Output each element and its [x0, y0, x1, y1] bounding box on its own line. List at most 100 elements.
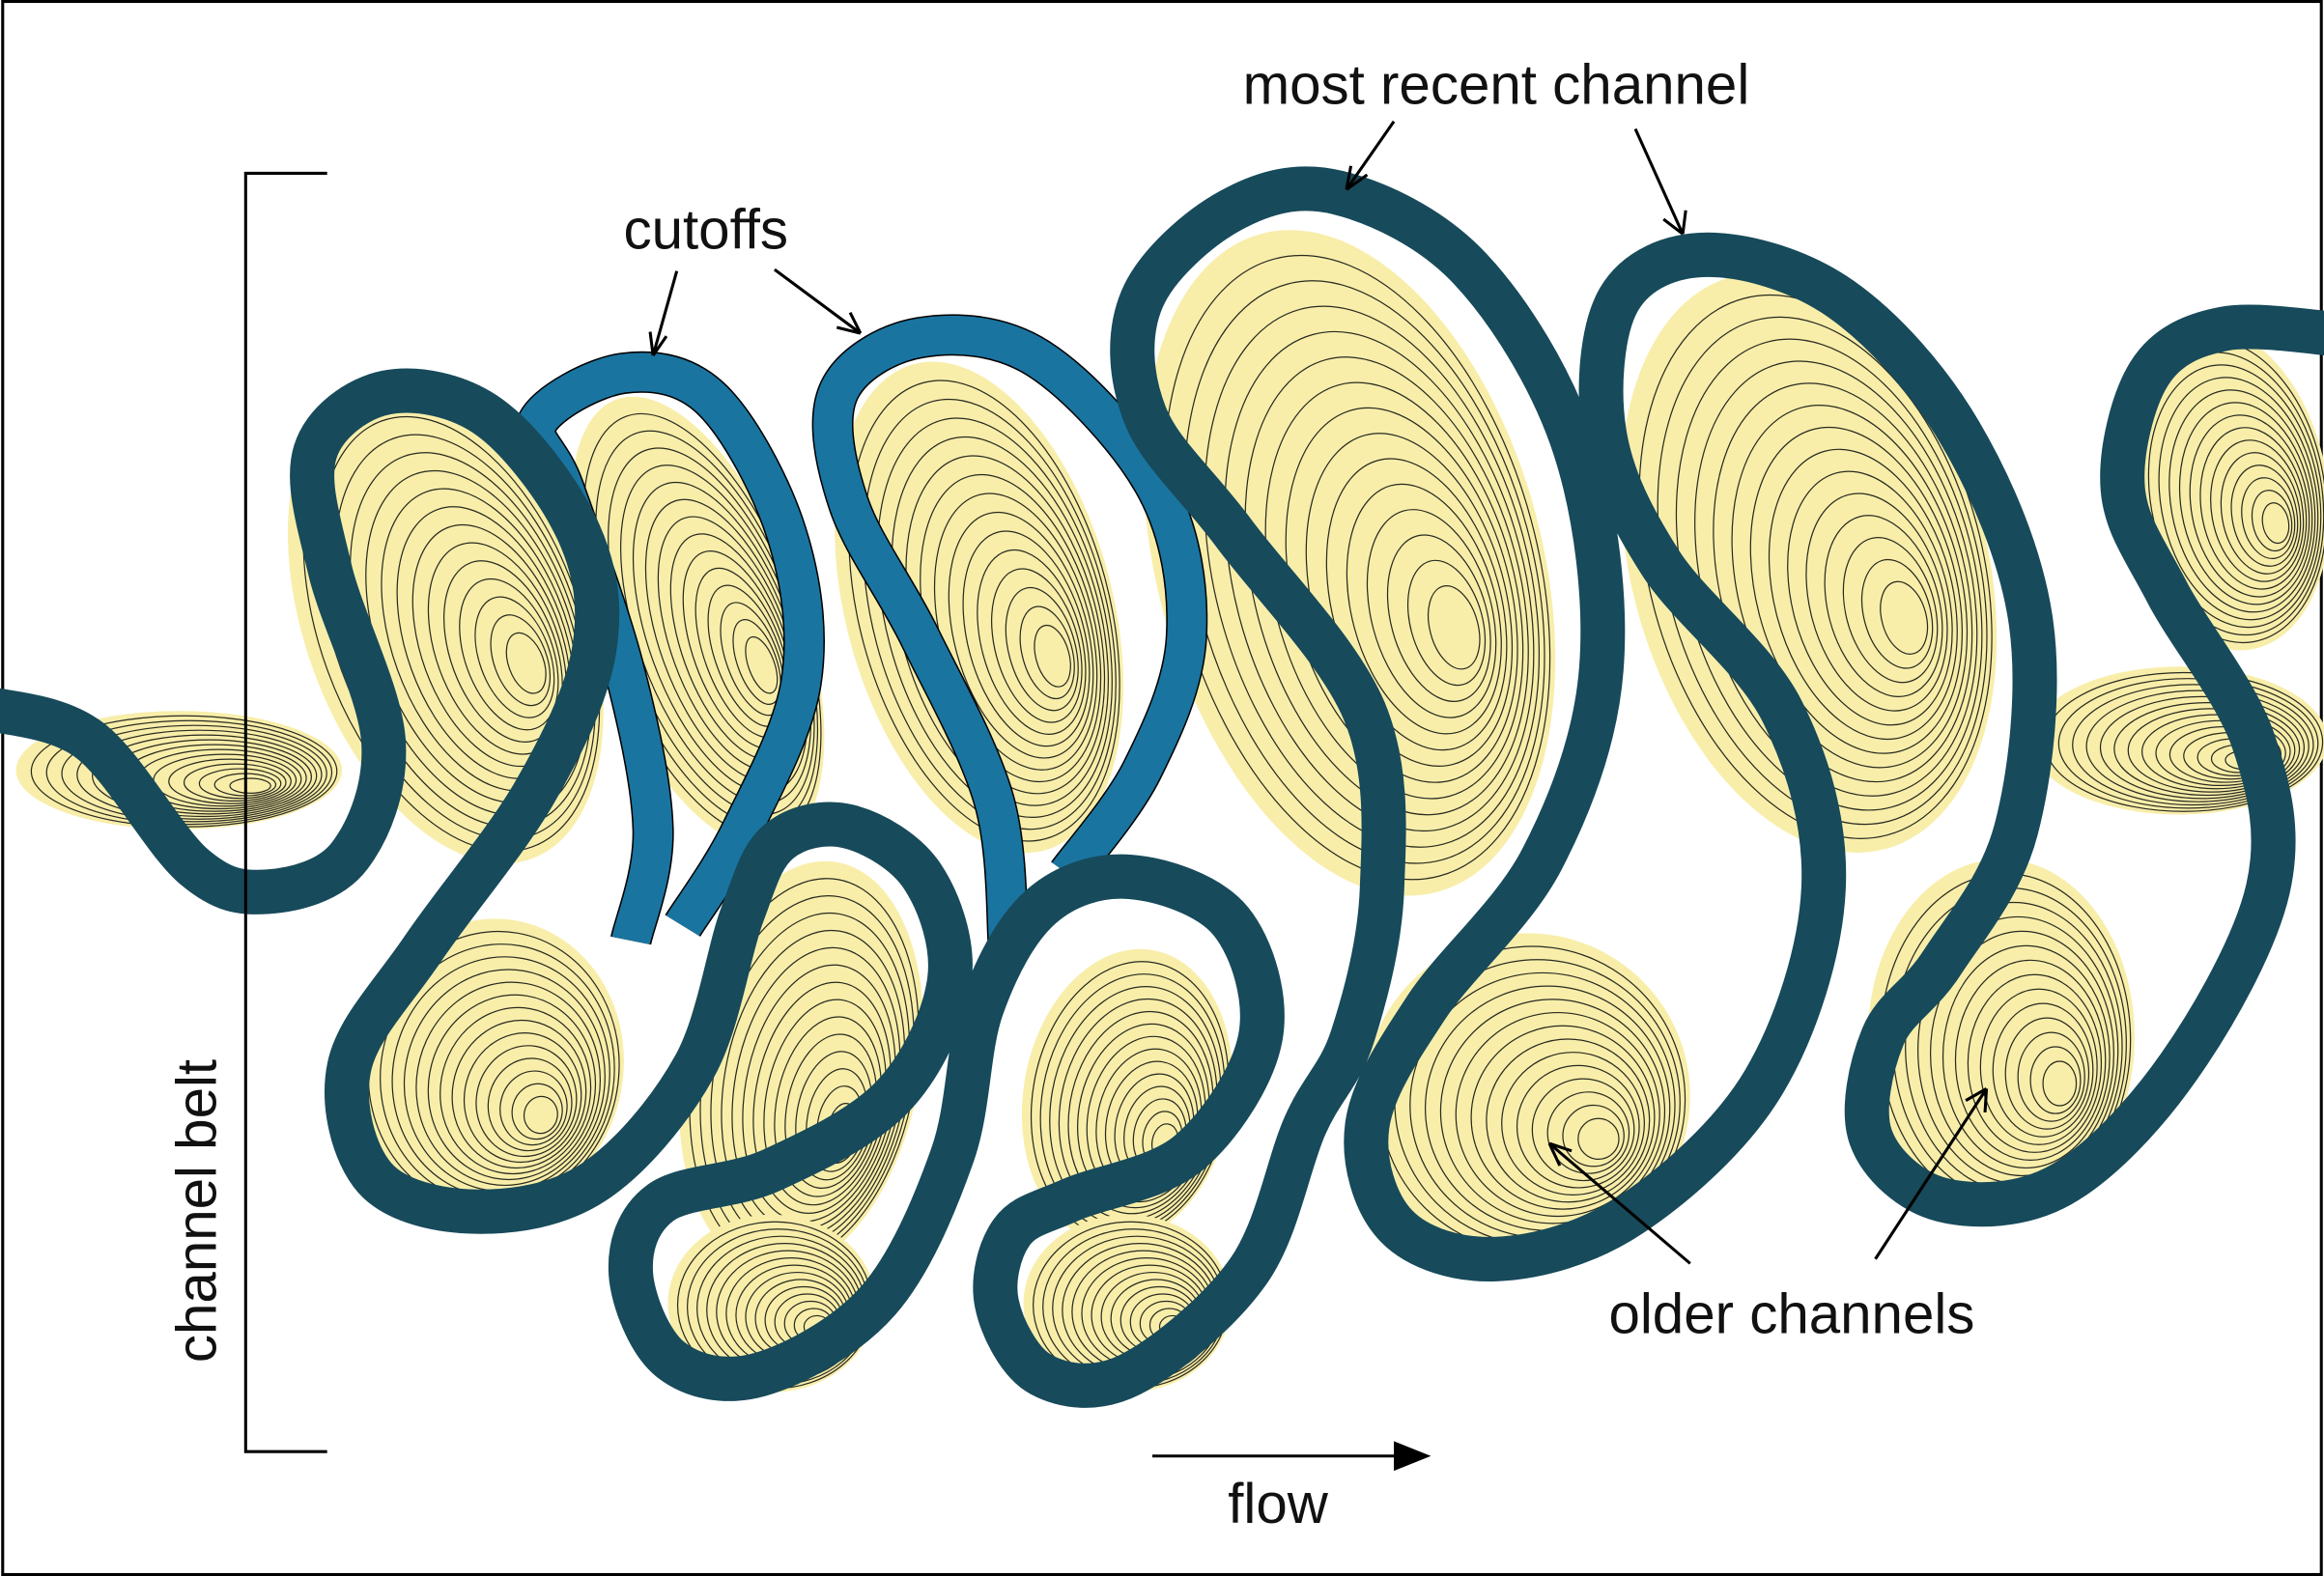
scroll-line: [415, 981, 602, 1187]
scroll-line: [863, 398, 1117, 830]
scroll-line: [1005, 586, 1079, 712]
scroll-line: [1577, 1117, 1620, 1161]
scroll-line: [2220, 452, 2302, 575]
scroll-line: [991, 568, 1083, 723]
scroll-line: [1439, 999, 1666, 1224]
scroll-line: [1768, 448, 1958, 741]
scroll-line: [2189, 414, 2310, 598]
scroll-line: [1749, 426, 1963, 754]
deposit-fill: [835, 361, 1124, 854]
scroll-line: [2147, 364, 2322, 629]
arrow-recent-1: [1345, 120, 1396, 191]
scroll-line: [2251, 490, 2293, 552]
deposit-fill: [570, 396, 825, 848]
scroll-line: [1842, 537, 1939, 684]
scroll-line: [1954, 959, 2107, 1161]
scroll-line: [1805, 492, 1948, 712]
scroll-line: [2199, 427, 2308, 590]
scroll-line: [2127, 708, 2296, 793]
scroll-line: [168, 758, 292, 804]
scroll-line: [1224, 330, 1535, 832]
scroll-line: [427, 994, 597, 1181]
scroll-line: [490, 614, 552, 707]
scroll-line: [1929, 930, 2115, 1177]
scroll-line: [1244, 356, 1529, 816]
scroll-line: [1470, 1025, 1656, 1210]
scroll-line: [229, 777, 271, 794]
flow-arrowhead-icon: [1394, 1441, 1431, 1472]
scroll-line: [2113, 701, 2301, 797]
scroll-line: [61, 724, 327, 823]
scroll-line: [1406, 559, 1487, 687]
scroll-line: [1019, 605, 1075, 700]
scroll-line: [2072, 684, 2314, 806]
scroll-line: [523, 1095, 558, 1135]
scroll-line: [474, 596, 555, 718]
scroll-line: [1386, 534, 1491, 702]
scroll-line: [1516, 1064, 1640, 1189]
most-recent-channel: [0, 166, 2324, 1408]
label-older-channels: older channels: [1608, 1282, 1974, 1345]
scroll-line: [848, 380, 1120, 842]
scroll-line: [499, 1070, 568, 1146]
arrow-older-1: [1547, 1141, 1691, 1265]
scroll-line: [745, 635, 779, 694]
scroll-line: [198, 768, 282, 800]
scroll-line: [1979, 988, 2098, 1145]
scroll-line: [439, 1006, 592, 1175]
scroll-line: [1562, 1104, 1625, 1168]
scroll-line: [505, 632, 547, 694]
scroll-line: [2085, 690, 2310, 802]
scroll-line: [1034, 624, 1071, 688]
scroll-line: [1346, 483, 1502, 735]
cutoff-channels: [514, 314, 1208, 950]
channel-path: [0, 166, 2324, 1408]
scroll-line: [1638, 294, 1993, 839]
scroll-line: [2004, 1017, 2090, 1130]
scroll-line: [1787, 470, 1953, 726]
cutoff-0: [516, 352, 824, 945]
scroll-line: [1204, 305, 1541, 848]
arrow-cutoff-1: [648, 270, 679, 356]
scroll-line: [1501, 1052, 1645, 1196]
scroll-line: [92, 734, 318, 818]
scroll-line: [962, 530, 1091, 747]
scroll-line: [2210, 439, 2305, 582]
arrow-recent-2: [1633, 127, 1687, 236]
scroll-line: [459, 577, 559, 731]
scroll-line: [463, 1032, 582, 1164]
scroll-line: [1824, 515, 1943, 697]
scroll-line: [1486, 1038, 1651, 1203]
cutoff-1: [813, 315, 1206, 950]
scroll-line: [1455, 1011, 1660, 1218]
label-channel-belt: channel belt: [166, 1059, 229, 1363]
scroll-line: [2168, 389, 2316, 613]
channel-belt-bracket: [243, 171, 327, 1453]
scroll-line: [76, 729, 323, 820]
scroll-line: [1546, 1091, 1630, 1174]
label-flow: flow: [1228, 1473, 1329, 1535]
scroll-line: [45, 719, 333, 826]
scroll-line: [1880, 580, 1929, 655]
scroll-line: [2017, 1031, 2085, 1122]
scroll-line: [1941, 944, 2111, 1169]
scroll-line: [977, 549, 1087, 735]
scroll-line: [1428, 585, 1481, 670]
scroll-line: [1967, 973, 2103, 1153]
annotations: [243, 120, 1989, 1458]
scroll-line: [732, 619, 781, 705]
point-bar-4: [1620, 272, 1998, 853]
scroll-line: [2230, 464, 2299, 567]
arrow-cutoff-2: [773, 267, 863, 335]
scroll-line: [183, 763, 287, 802]
scroll-line: [2141, 714, 2291, 790]
scroll-line: [2241, 477, 2296, 559]
scroll-line: [876, 417, 1113, 818]
scroll-line: [511, 1083, 563, 1140]
arrow-older-2: [1874, 1087, 1989, 1260]
deposit-fill: [355, 918, 624, 1215]
label-most-recent-channel: most recent channel: [1243, 53, 1750, 116]
scroll-line: [2029, 1046, 2082, 1114]
scroll-line: [2099, 695, 2306, 800]
scroll-line: [443, 560, 563, 743]
